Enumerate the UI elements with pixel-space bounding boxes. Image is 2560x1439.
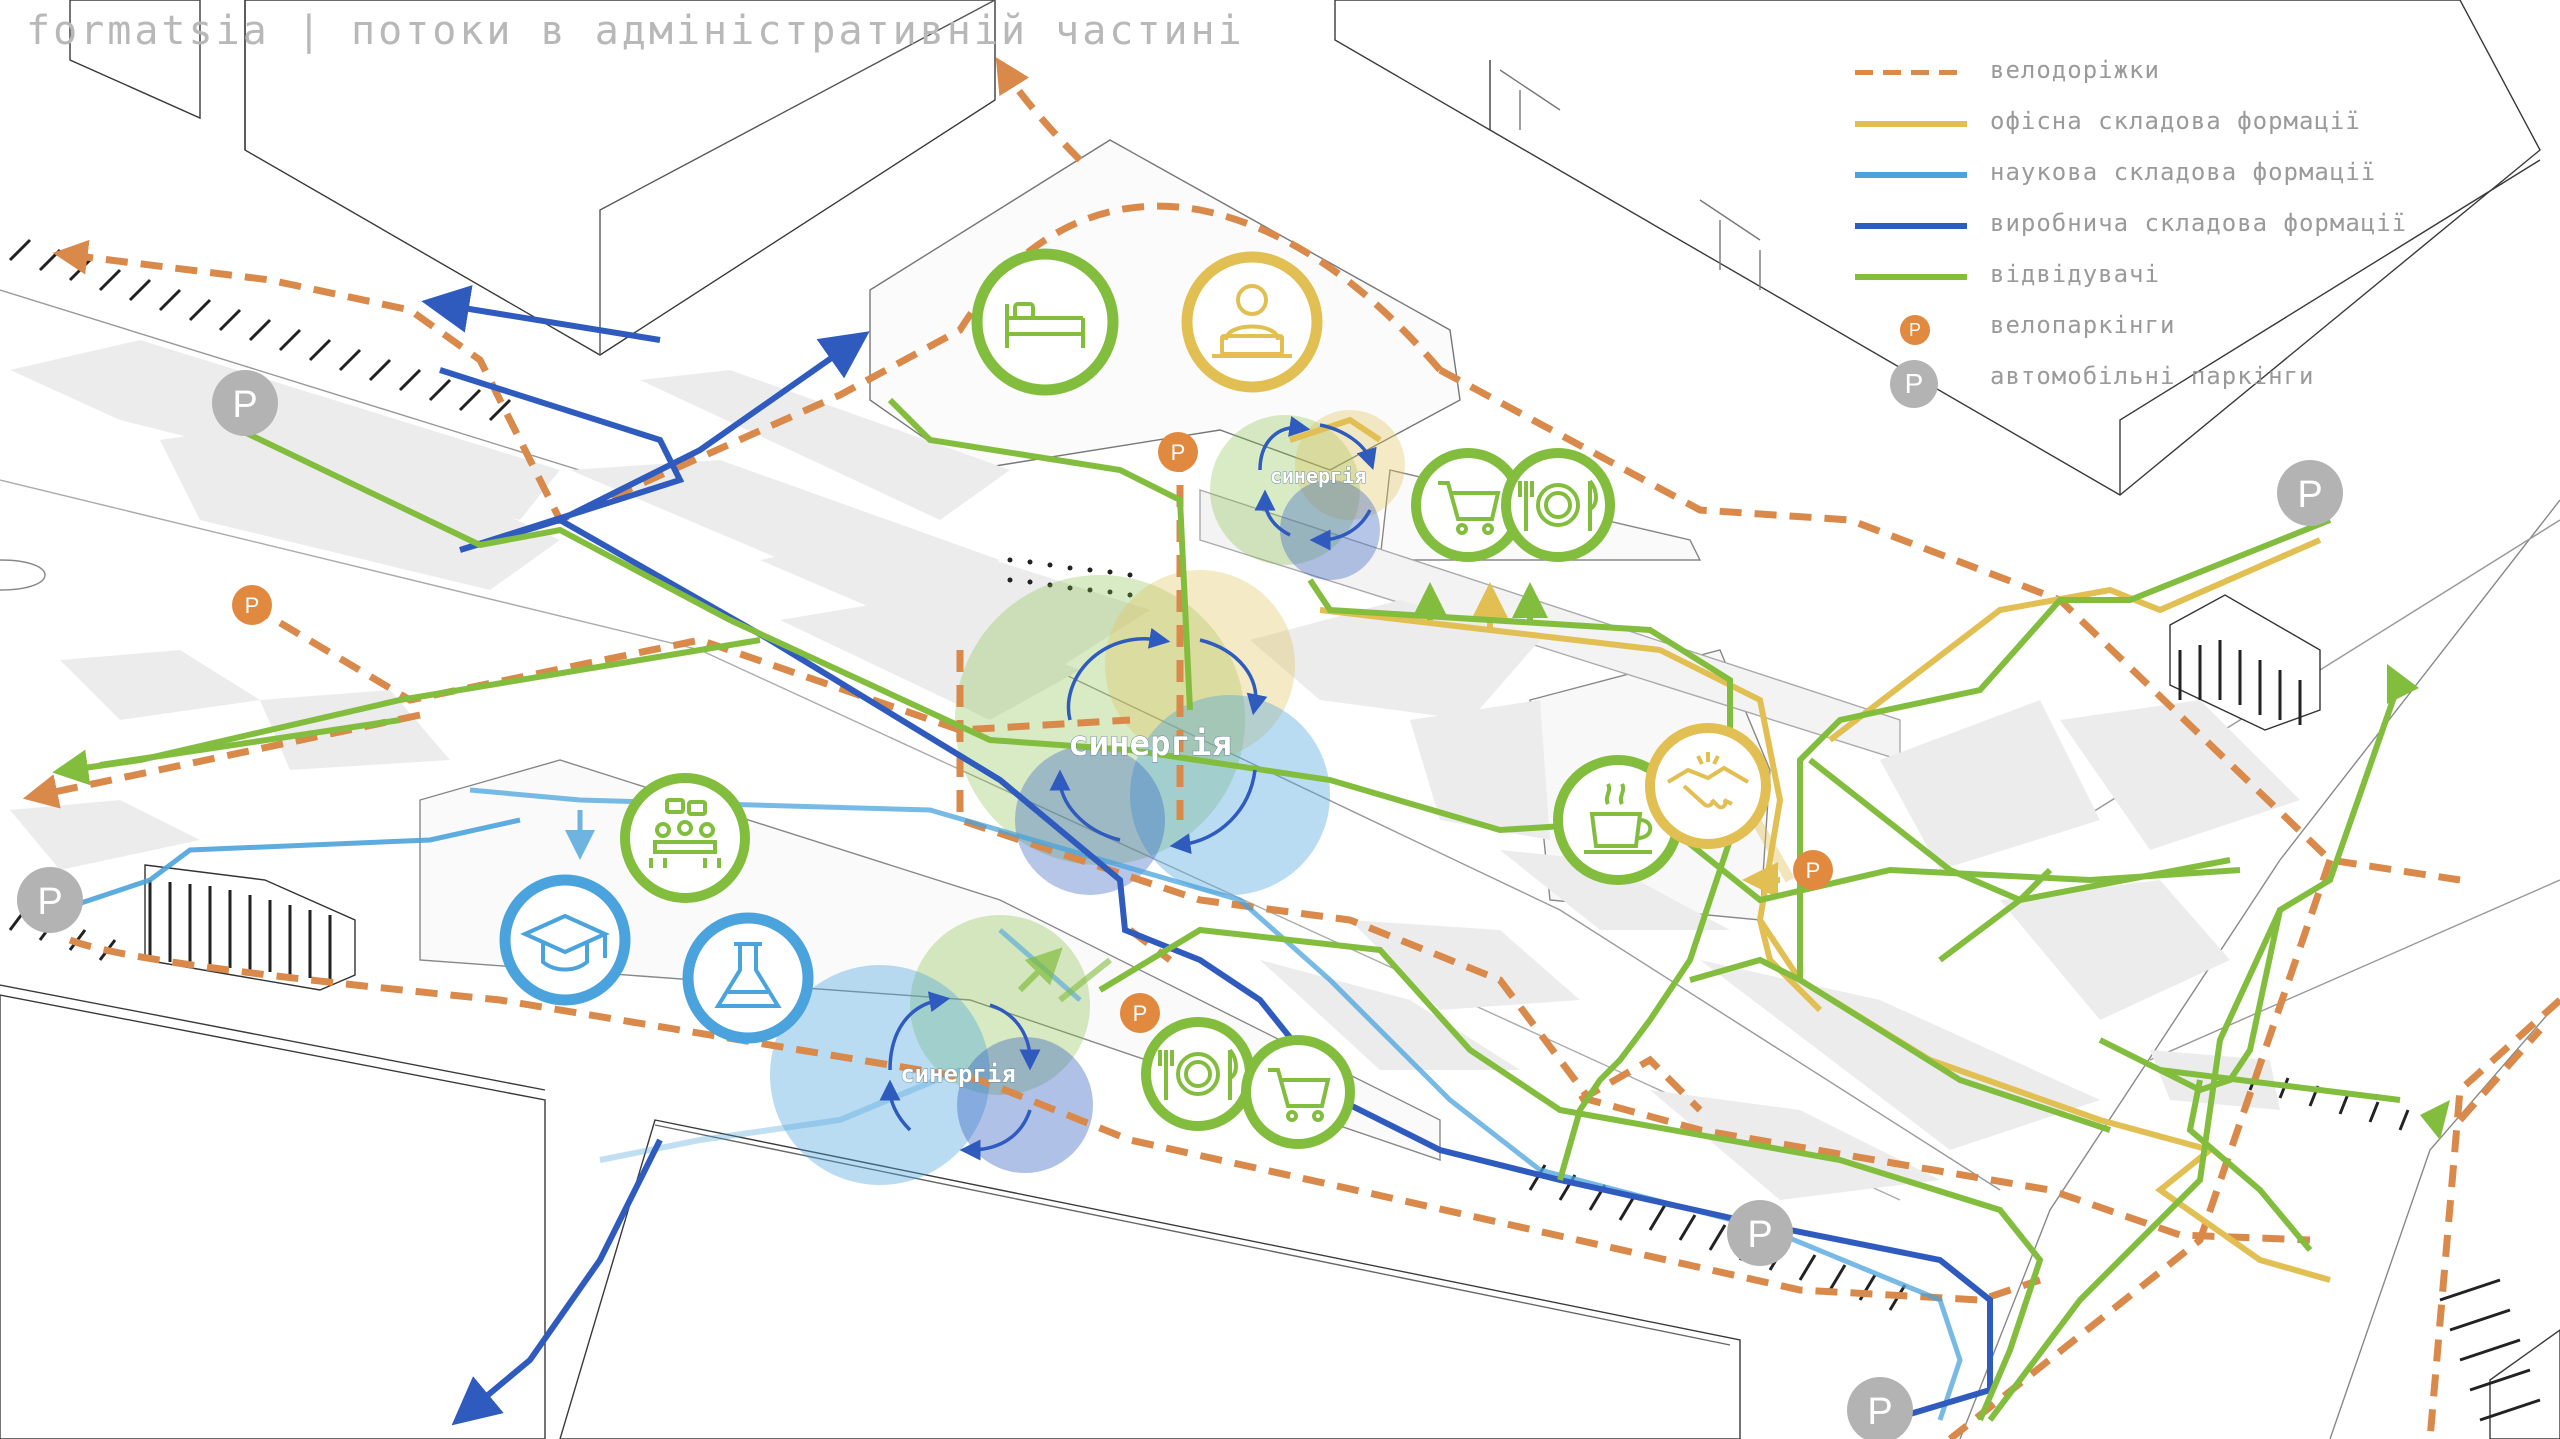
svg-text:P: P: [232, 384, 257, 426]
synergy-label-top: синергія: [1270, 464, 1366, 488]
legend-label: наукова складова формації: [1990, 158, 2377, 186]
office-worker-icon: [1181, 251, 1323, 393]
restaurant-icon: [1501, 448, 1615, 562]
legend-label: велодоріжки: [1990, 56, 2160, 84]
car-parking-marker: P: [2277, 460, 2343, 526]
legend-label: велопаркінги: [1990, 311, 2176, 339]
restaurant-icon: [1141, 1017, 1255, 1131]
svg-text:P: P: [1747, 1214, 1772, 1256]
legend-swatch-bike: [1855, 70, 1967, 75]
legend-swatch-science: [1855, 172, 1967, 178]
svg-text:P: P: [1171, 440, 1186, 465]
visitor-arrow-right: [2420, 1100, 2450, 1140]
svg-text:P: P: [37, 881, 62, 923]
svg-text:P: P: [1867, 1391, 1892, 1433]
shopping-cart-icon: [1241, 1035, 1355, 1149]
flask-icon: [682, 912, 814, 1044]
svg-text:P: P: [245, 593, 260, 618]
legend-swatch-office: [1855, 121, 1967, 127]
bike-path-lines: [22, 57, 2560, 1439]
meeting-icon: [620, 773, 750, 903]
dot-grid: [1007, 557, 1133, 598]
svg-text:P: P: [1133, 1001, 1148, 1026]
bike-parking-markers: P P P P: [232, 432, 1833, 1033]
graduation-cap-icon: [499, 874, 631, 1006]
bike-parking-marker: P: [232, 585, 272, 625]
car-parking-markers: P P P P P: [17, 370, 2343, 1439]
svg-text:P: P: [1806, 858, 1821, 883]
handshake-icon: [1645, 723, 1771, 849]
svg-text:P: P: [2297, 474, 2322, 516]
legend-swatch-bike-parking: P: [1900, 315, 1930, 345]
legend-label: офісна складова формації: [1990, 107, 2361, 135]
synergy-label-large: синергія: [1068, 724, 1232, 764]
car-parking-marker: P: [1847, 1377, 1913, 1439]
synergy-label-bottom: синергія: [900, 1060, 1016, 1088]
legend-label: відвідувачі: [1990, 260, 2160, 288]
legend-swatch-visitors: [1855, 274, 1967, 280]
diagram-title: formatsia | потоки в адміністративній ча…: [26, 8, 1245, 54]
car-parking-marker: P: [17, 867, 83, 933]
legend-label: виробнича складова формації: [1990, 209, 2408, 237]
legend-label: автомобільні паркінги: [1990, 362, 2315, 390]
bike-parking-marker: P: [1120, 993, 1160, 1033]
car-parking-marker: P: [212, 370, 278, 436]
bike-parking-marker: P: [1793, 850, 1833, 890]
car-parking-marker: P: [1727, 1200, 1793, 1266]
visitor-flow-lines: [52, 397, 2420, 1422]
bed-icon: [971, 248, 1119, 396]
synergy-swirl-arrows: [879, 416, 1377, 1161]
legend-swatch-car-parking: P: [1890, 360, 1938, 408]
bike-parking-marker: P: [1158, 432, 1198, 472]
legend-swatch-production: [1855, 223, 1967, 229]
